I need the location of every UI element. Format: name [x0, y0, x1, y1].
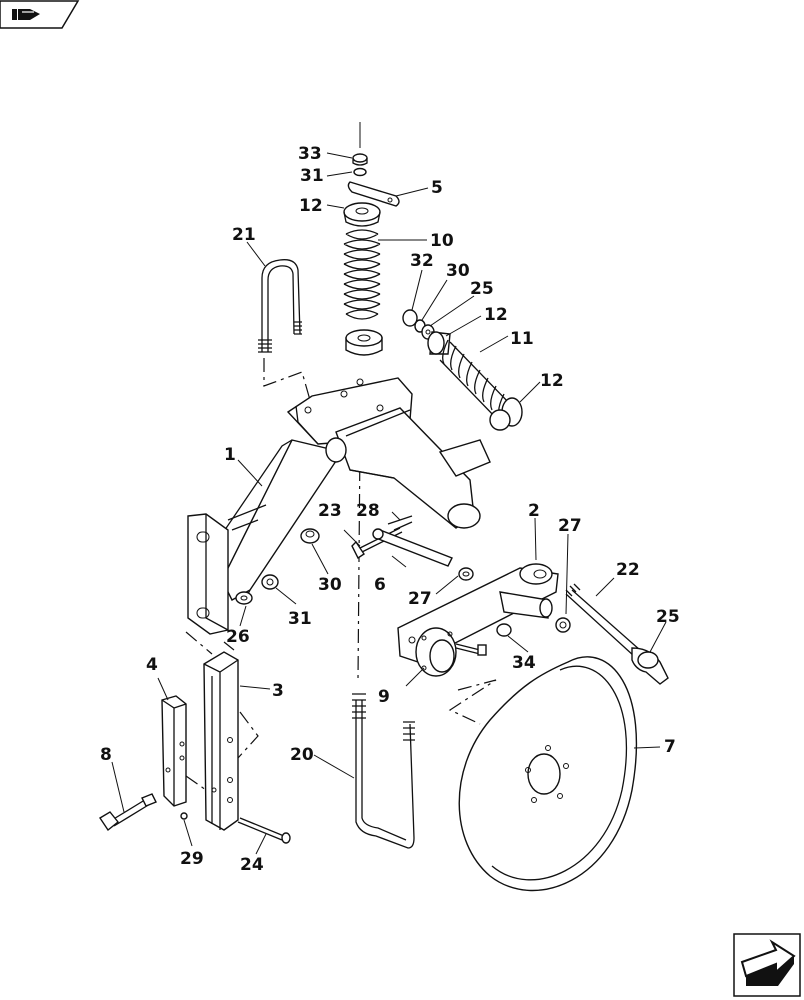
callout-20: 20: [290, 745, 314, 765]
nut-29: [180, 812, 188, 820]
callout-11: 11: [510, 329, 534, 349]
callout-3: 3: [272, 681, 284, 701]
washer-31: [261, 574, 279, 590]
nut-30: [300, 528, 320, 544]
spring-11: [439, 339, 511, 421]
callout-33: 33: [298, 144, 322, 164]
callout-12-top: 12: [299, 196, 323, 216]
callout-27-left: 27: [408, 589, 432, 609]
nut-33: [352, 153, 368, 166]
callout-9: 9: [378, 687, 390, 707]
washer-27-right: [555, 617, 571, 633]
bolt-34: [455, 623, 512, 656]
callout-31: 31: [288, 609, 312, 629]
callout-2: 2: [528, 501, 540, 521]
leader-lines: [111, 152, 667, 855]
bolt-24: [237, 817, 291, 844]
callout-8: 8: [100, 745, 112, 765]
nut-32: [402, 309, 418, 327]
previous-page-button[interactable]: [0, 0, 80, 30]
u-bolt-20: [352, 693, 415, 849]
next-page-button[interactable]: [732, 932, 802, 998]
hub-9: [415, 627, 457, 677]
callout-24: 24: [240, 855, 264, 875]
callout-4: 4: [146, 655, 158, 675]
bracket-4: [161, 695, 187, 807]
callout-34: 34: [512, 653, 536, 673]
rod-22: [565, 583, 669, 685]
callout-26: 26: [226, 627, 250, 647]
callout-10: 10: [430, 231, 454, 251]
callout-31-top: 31: [300, 166, 324, 186]
callout-25-right: 25: [656, 607, 680, 627]
callout-30: 30: [318, 575, 342, 595]
callout-27-right: 27: [558, 516, 582, 536]
callout-29: 29: [180, 849, 204, 869]
callout-23: 23: [318, 501, 342, 521]
standard-3: [203, 651, 239, 831]
callout-12-mid: 12: [484, 305, 508, 325]
callout-12-right: 12: [540, 371, 564, 391]
callout-30-top: 30: [446, 261, 470, 281]
next-page-arrow-icon: [740, 939, 796, 986]
u-bolt-21: [258, 259, 302, 353]
disc-7: [458, 656, 637, 892]
callout-32: 32: [410, 251, 434, 271]
frame-1: [187, 377, 413, 635]
hand-pointer-icon: [12, 9, 40, 20]
pin-6: [372, 528, 453, 567]
callout-6: 6: [374, 575, 386, 595]
callout-21: 21: [232, 225, 256, 245]
callout-22: 22: [616, 560, 640, 580]
callout-28: 28: [356, 501, 380, 521]
spring-10: [343, 229, 381, 320]
callout-7: 7: [664, 737, 676, 757]
bracket-5: [347, 181, 400, 207]
cup-12-bottom: [345, 329, 383, 356]
bolt-8: [99, 793, 157, 832]
callout-1: 1: [224, 445, 236, 465]
washer-31-top: [353, 167, 367, 177]
callout-5: 5: [431, 178, 443, 198]
cup-12-top: [343, 202, 381, 227]
pivot-tube: [325, 407, 491, 529]
callout-25-top: 25: [470, 279, 494, 299]
washer-26: [235, 591, 253, 605]
callout-labels: 33 31 5 12 10 21 32 30 25 12 11 12 1 23 …: [100, 144, 680, 875]
washer-27-left: [458, 567, 474, 581]
pins-28: [387, 515, 413, 531]
cup-12-right: [489, 397, 523, 431]
